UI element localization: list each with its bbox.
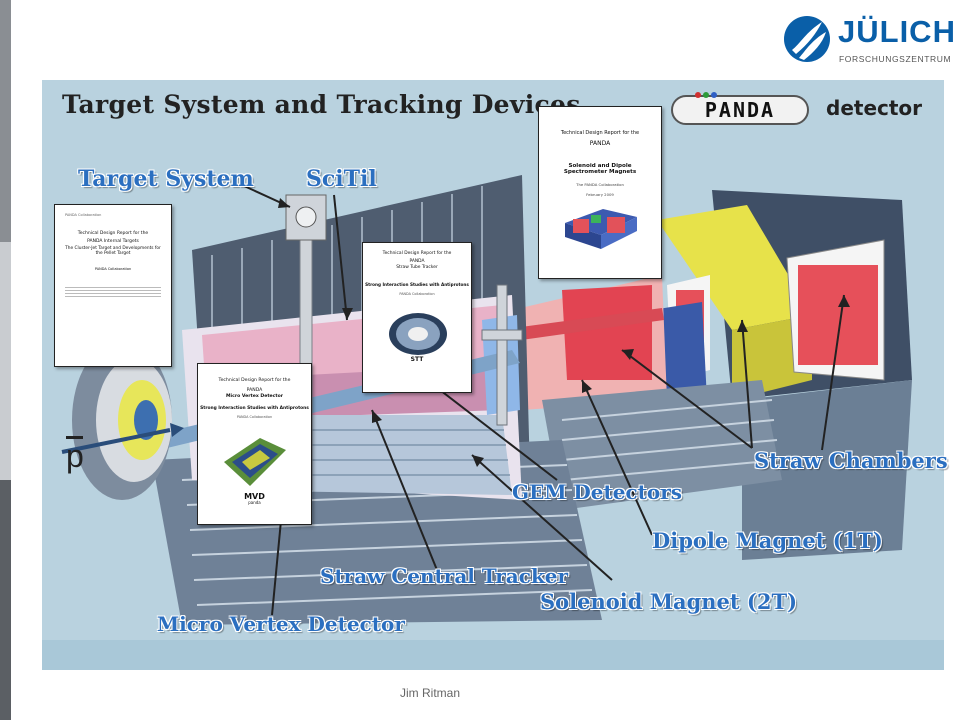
- tdr-mvd-subtitle: Strong Interaction Studies with Antiprot…: [200, 406, 309, 411]
- label-dipole-magnet: Dipole Magnet (1T): [652, 528, 883, 553]
- tdr-targets-title: Technical Design Report for the: [77, 231, 149, 236]
- detector-word: detector: [826, 96, 923, 120]
- stt-render-image: [389, 313, 447, 355]
- slide-title: Target System and Tracking Devices: [62, 90, 581, 119]
- tdr-targets-header: PANDA Collaboration: [65, 213, 102, 217]
- side-bar-bottom: [0, 480, 11, 720]
- tdr-targets-subject: PANDA Internal Targets: [87, 239, 139, 244]
- label-solenoid-magnet: Solenoid Magnet (2T): [540, 589, 798, 614]
- tdr-stt-title: Technical Design Report for the: [382, 251, 452, 256]
- tdr-magnets-document: Technical Design Report for the PANDA So…: [538, 106, 662, 279]
- juelich-logo: JÜLICH FORSCHUNGSZENTRUM: [782, 12, 955, 68]
- tdr-mvd-badge: MVD: [244, 492, 265, 501]
- side-bar-middle: [0, 242, 11, 480]
- tdr-stt-document: Technical Design Report for the PANDA St…: [362, 242, 472, 393]
- detector-picture: [42, 80, 944, 670]
- pbar-label: p: [66, 438, 84, 474]
- tdr-mvd-collab: PANDA Collaboration: [236, 415, 273, 419]
- pbar-overline: [66, 436, 83, 439]
- tdr-mvd-subject: PANDA: [246, 388, 263, 393]
- tdr-magnets-date: February 2009: [586, 192, 614, 197]
- tdr-magnets-title: Technical Design Report for the: [560, 130, 640, 136]
- label-target-system: Target System: [78, 166, 254, 192]
- side-bar-top: [0, 0, 11, 242]
- label-straw-chambers: Straw Chambers: [754, 448, 948, 473]
- tdr-mvd-document: Technical Design Report for the PANDA Mi…: [197, 363, 312, 525]
- tdr-stt-subject: PANDA: [409, 259, 425, 264]
- label-gem-detectors: GEM Detectors: [512, 480, 683, 504]
- tdr-stt-badge: STT: [410, 356, 424, 363]
- tdr-mvd-subject2: Micro Vertex Detector: [225, 394, 284, 399]
- tdr-targets-desc: The Cluster-Jet Target and Developments …: [65, 246, 161, 256]
- footer-author: Jim Ritman: [399, 686, 460, 700]
- tdr-magnets-subject: PANDA: [589, 140, 611, 147]
- label-micro-vertex-detector: Micro Vertex Detector: [157, 612, 405, 636]
- tdr-targets-document: PANDA Collaboration Technical Design Rep…: [54, 204, 172, 367]
- tdr-magnets-collab: The PANDA Collaboration: [576, 182, 624, 187]
- juelich-subtitle: FORSCHUNGSZENTRUM: [839, 54, 952, 64]
- label-scitil: SciTil: [306, 166, 377, 192]
- tdr-stt-subtitle: Strong Interaction Studies with Antiprot…: [365, 282, 469, 287]
- tdr-mvd-badge-sub: panda: [248, 500, 261, 505]
- tdr-mvd-title: Technical Design Report for the: [218, 378, 291, 383]
- tdr-targets-body-text: [65, 285, 161, 299]
- magnets-render-image: [565, 209, 637, 249]
- tdr-stt-subject2: Straw Tube Tracker: [396, 265, 438, 270]
- label-straw-central-tracker: Straw Central Tracker: [320, 564, 569, 588]
- tdr-magnets-subject2: Solenoid and Dipole Spectrometer Magnets: [563, 163, 637, 176]
- juelich-wordmark: JÜLICH: [838, 14, 956, 49]
- juelich-emblem-icon: [784, 16, 830, 62]
- tdr-stt-collab: PANDA Collaboration: [399, 292, 435, 296]
- tdr-targets-footer: PANDA Collaboration: [94, 267, 132, 271]
- panda-logo-text: PANDA: [705, 98, 775, 122]
- panda-logo: PANDA: [671, 92, 809, 125]
- mvd-render-image: [224, 438, 286, 486]
